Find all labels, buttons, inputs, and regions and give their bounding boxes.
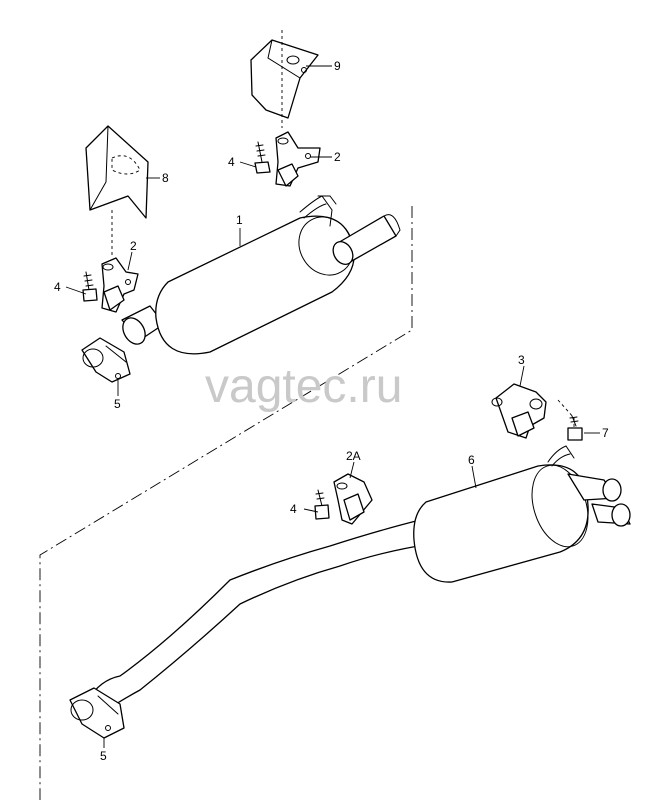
callout-2a: 2A bbox=[346, 449, 361, 463]
callout-6: 6 bbox=[468, 453, 475, 467]
callout-1: 1 bbox=[236, 213, 243, 227]
clamp-lower[interactable] bbox=[69, 687, 125, 739]
callout-9: 9 bbox=[334, 59, 341, 73]
callout-8: 8 bbox=[162, 171, 169, 185]
screw-left[interactable] bbox=[82, 271, 98, 302]
callout-labels: 9 2 4 8 1 2 4 5 3 7 2A 6 4 5 bbox=[54, 59, 609, 763]
callout-7: 7 bbox=[602, 426, 609, 440]
front-muffler[interactable] bbox=[118, 195, 401, 355]
callout-4-upper: 4 bbox=[228, 155, 235, 169]
screw-upper[interactable] bbox=[254, 141, 271, 174]
clamp-upper[interactable] bbox=[81, 337, 131, 383]
screw-right[interactable] bbox=[567, 415, 583, 441]
callout-5-upper: 5 bbox=[114, 397, 121, 411]
watermark: vagtec.ru bbox=[205, 360, 402, 413]
callout-2-left: 2 bbox=[130, 239, 137, 253]
callout-2-upper: 2 bbox=[334, 150, 341, 164]
screw-lower[interactable] bbox=[314, 489, 330, 520]
callout-4-left: 4 bbox=[54, 280, 61, 294]
rubber-hanger-upper[interactable] bbox=[275, 131, 321, 187]
rubber-hanger-left[interactable] bbox=[101, 257, 139, 313]
callout-4-lower: 4 bbox=[290, 502, 297, 516]
assembly-frame bbox=[39, 206, 413, 800]
callout-5-lower: 5 bbox=[100, 749, 107, 763]
rubber-hanger-right[interactable] bbox=[491, 383, 575, 439]
callout-3: 3 bbox=[518, 353, 525, 367]
rear-muffler-with-pipe[interactable] bbox=[87, 445, 631, 713]
heat-shield-upper[interactable] bbox=[250, 30, 319, 128]
heat-shield-left[interactable] bbox=[85, 125, 149, 258]
leader-lines bbox=[65, 65, 600, 748]
rubber-hanger-middle[interactable] bbox=[333, 473, 373, 525]
